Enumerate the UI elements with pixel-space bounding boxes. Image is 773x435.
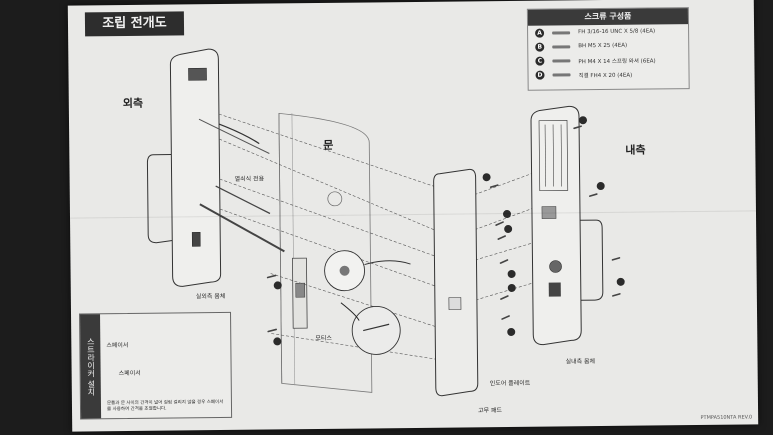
strike-inset: 스트라이커 설치 스페이서 스페이서 문틀과 문 사이의 간격이 넓어 걸림 걸… <box>79 311 233 420</box>
exterior-body <box>169 48 222 287</box>
screw-legend: 스크류 구성품 A FH 3/16-16 UNC X 5/8 (4EA) B B… <box>526 7 690 91</box>
exterior-body-label: 실외측 몸체 <box>195 292 226 301</box>
exterior-label: 외측 <box>122 96 144 111</box>
mortise-label: 모티스 <box>315 334 332 343</box>
page-title: 조립 전개도 <box>84 11 185 37</box>
spacer-label: 스페이서 <box>106 341 129 350</box>
interior-body-label: 실내측 몸체 <box>565 358 596 366</box>
indoor-plate <box>433 168 479 397</box>
legend-row: D 직결 FH4 X 20 (4EA) <box>528 66 688 82</box>
instruction-sheet: 조립 전개도 외측 문 내측 열쇠식 전용 실외측 몸체 모티스 인도어 플레이… <box>67 0 759 432</box>
model-code: PTMPA510NTA REV.0 <box>700 414 753 422</box>
rubber-pad-label: 고무 패드 <box>478 407 503 415</box>
mortise-detail <box>351 305 401 355</box>
interior-label: 내측 <box>625 143 646 157</box>
door-label: 문 <box>323 138 334 152</box>
door-outline <box>278 112 373 393</box>
interior-body <box>530 105 582 346</box>
indoor-plate-label: 인도어 플레이트 <box>489 379 531 388</box>
inset-title: 스트라이커 설치 <box>80 314 102 419</box>
spacer-label: 스페이서 <box>118 369 141 378</box>
legend-title: 스크류 구성품 <box>527 8 689 26</box>
exclusive-label: 열쇠식 전용 <box>234 175 265 183</box>
inset-note: 문틀과 문 사이의 간격이 넓어 걸림 걸리지 않을 경우 스페이서를 사용하여… <box>106 399 224 413</box>
